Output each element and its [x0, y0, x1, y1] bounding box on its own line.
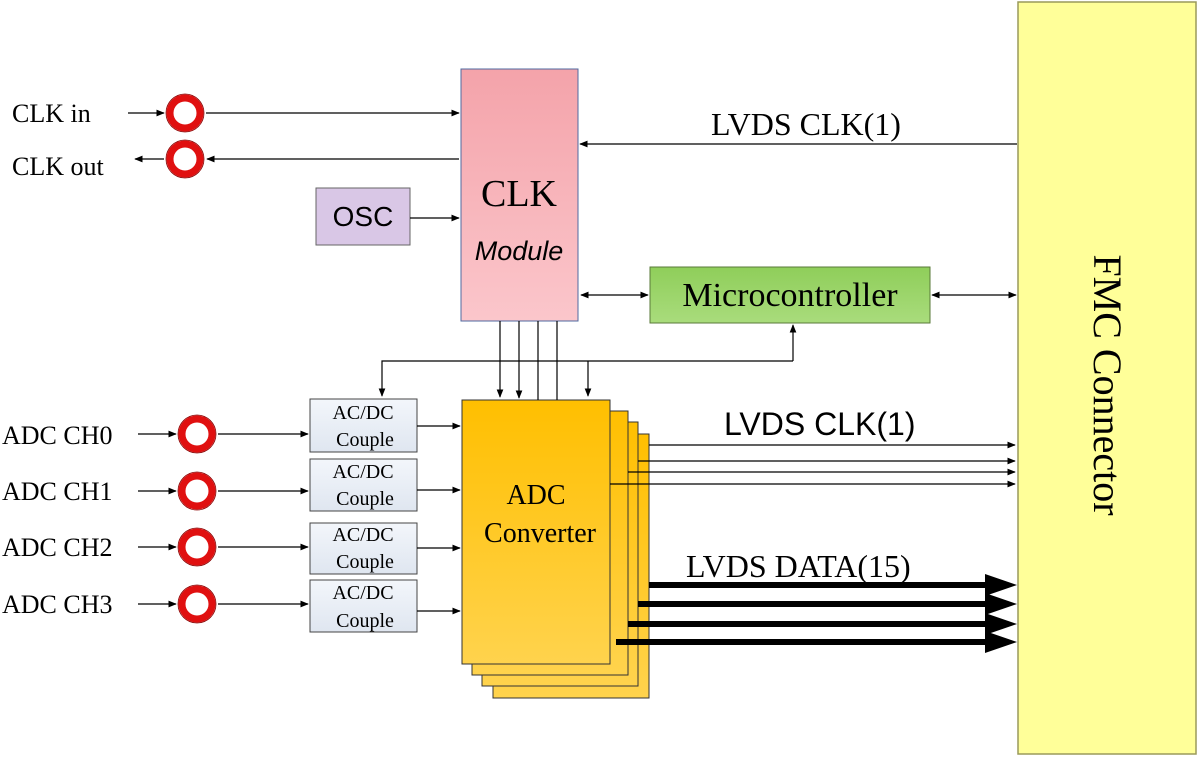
- connector-ring-icon: [177, 527, 217, 567]
- acdc-couple-3: AC/DC Couple: [309, 579, 418, 633]
- connector-ring-icon: [165, 93, 205, 133]
- clk-out-label: CLK out: [12, 152, 105, 181]
- acdc-line2: Couple: [336, 610, 394, 632]
- adc-ch1-label: ADC CH1: [2, 477, 113, 506]
- adc-converter-line1: ADC: [506, 480, 565, 511]
- connector-ring-icon: [165, 139, 205, 179]
- bus-arrowheads: [985, 574, 1017, 653]
- acdc-line1: AC/DC: [332, 524, 393, 546]
- osc-label: OSC: [333, 201, 394, 232]
- acdc-line2: Couple: [336, 551, 394, 573]
- adc-ch3-label: ADC CH3: [2, 590, 113, 619]
- lvds-data-label: LVDS DATA(15): [686, 548, 911, 584]
- adc-ch2-label: ADC CH2: [2, 533, 113, 562]
- fmc-connector-label: FMC Connector: [1085, 254, 1130, 515]
- clk-module-title: CLK: [481, 173, 558, 215]
- fmc-connector-block: [1017, 1, 1197, 755]
- acdc-couple-0: AC/DC Couple: [309, 398, 418, 453]
- acdc-couple-2: AC/DC Couple: [309, 522, 418, 575]
- connector-ring-icon: [177, 414, 217, 454]
- clk-module-subtitle: Module: [475, 236, 564, 266]
- clk-in-label: CLK in: [12, 99, 91, 128]
- microcontroller-label: Microcontroller: [682, 277, 898, 314]
- acdc-line2: Couple: [336, 488, 394, 510]
- clk-module-block: [460, 68, 579, 322]
- acdc-line1: AC/DC: [332, 461, 393, 483]
- microcontroller-block: [649, 266, 931, 324]
- lvds-data-buses: [616, 582, 995, 645]
- adc-ch0-label: ADC CH0: [2, 421, 113, 450]
- acdc-line2: Couple: [336, 429, 394, 451]
- acdc-couple-1: AC/DC Couple: [309, 458, 418, 512]
- lvds-clk-mid-label: LVDS CLK(1): [724, 406, 915, 442]
- connector-ring-icon: [177, 584, 217, 624]
- osc-block: [315, 187, 411, 246]
- connection-lines: [128, 109, 1017, 615]
- lvds-clk-top-label: LVDS CLK(1): [711, 106, 901, 142]
- acdc-line1: AC/DC: [332, 402, 393, 424]
- acdc-line1: AC/DC: [332, 582, 393, 604]
- connector-ring-icon: [177, 471, 217, 511]
- adc-converter-block: [461, 399, 611, 665]
- adc-converter-line2: Converter: [484, 518, 597, 549]
